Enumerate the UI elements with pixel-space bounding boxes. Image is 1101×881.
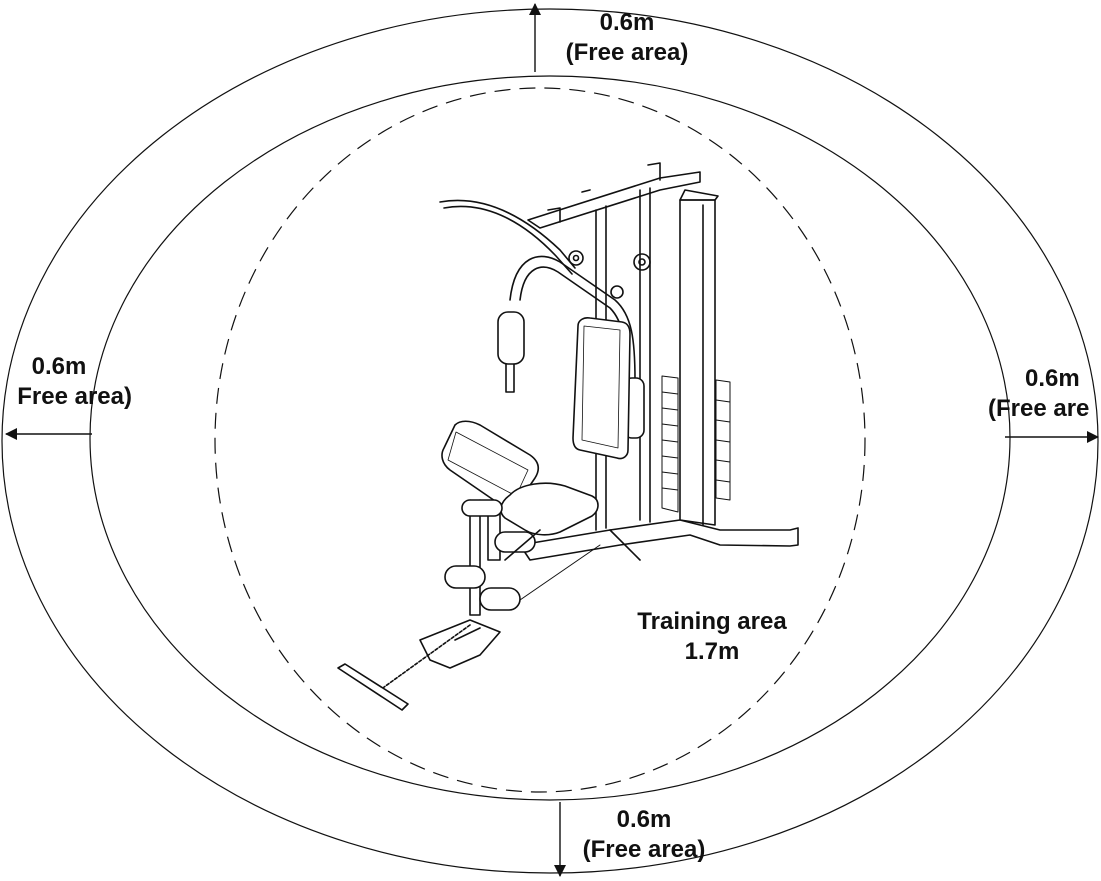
training-area-dashed-circle <box>214 87 866 793</box>
right-clearance-label: 0.6m (Free are <box>988 364 1101 424</box>
top-clearance-label: 0.6m (Free area) <box>552 8 702 68</box>
training-area-title: Training area <box>637 608 787 635</box>
bottom-distance: 0.6m <box>616 806 672 833</box>
home-gym-machine-icon <box>337 162 799 711</box>
bottom-clearance-label: 0.6m (Free area) <box>570 805 718 865</box>
outer-free-area-boundary <box>1 8 1099 874</box>
training-area-boundary <box>89 75 1011 801</box>
training-area-distance: 1.7m <box>684 638 740 665</box>
right-distance: 0.6m <box>1025 365 1080 392</box>
top-free-area: (Free area) <box>565 39 689 66</box>
left-free-area: Free area) <box>17 383 132 410</box>
right-free-area: (Free are <box>988 395 1090 422</box>
training-area-label: Training area 1.7m <box>620 607 804 667</box>
left-distance: 0.6m <box>31 353 87 380</box>
bottom-free-area: (Free area) <box>582 836 706 863</box>
left-clearance-label: 0.6m Free area) <box>0 352 132 412</box>
top-distance: 0.6m <box>599 9 655 36</box>
